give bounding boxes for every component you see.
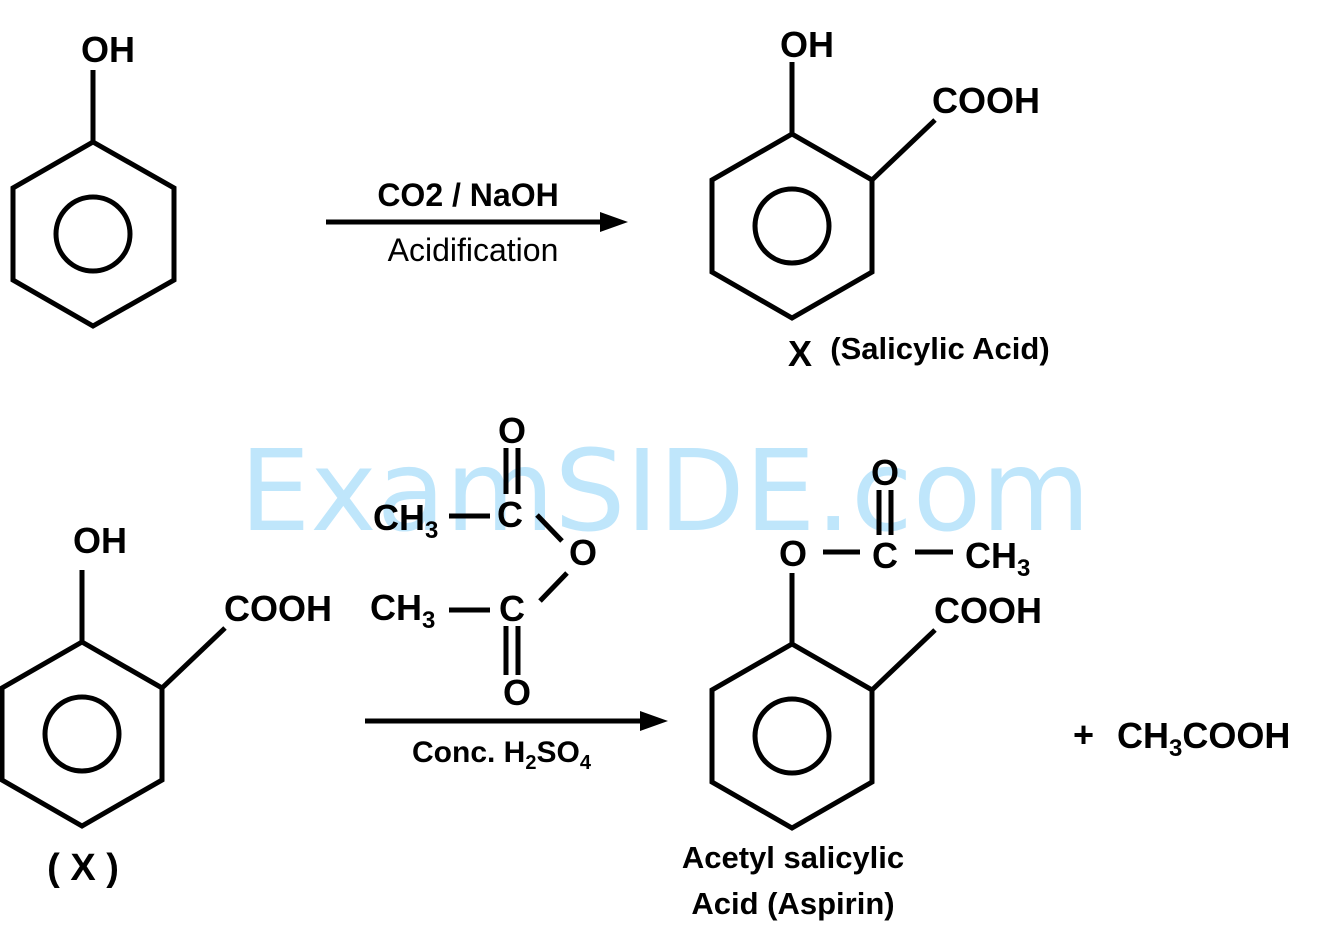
aspirin-name-line1: Acetyl salicylic: [682, 840, 904, 875]
x-oh-label: OH: [73, 520, 127, 561]
aspirin-carbonyl-c: C: [872, 535, 898, 576]
x-cooh-label: COOH: [224, 588, 332, 629]
aspirin-ester-o: O: [779, 533, 807, 574]
anhydride-bottom-ch3: CH3: [370, 587, 435, 634]
reagent-bottom: Acidification: [388, 232, 559, 268]
reaction2-arrow: Conc. H2SO4: [365, 711, 668, 774]
anhydride-bottom-o: O: [503, 672, 531, 713]
anhydride-top-o: O: [498, 410, 526, 451]
anhydride-top-ch3: CH3: [373, 497, 438, 544]
aspirin-ch3: CH3: [965, 535, 1030, 582]
x-label: ( X ): [47, 847, 119, 889]
plus-sign: +: [1073, 714, 1094, 755]
acetic-acid-formula: CH3COOH: [1117, 715, 1290, 762]
anhydride-bottom-c: C: [499, 588, 525, 629]
reactant-x-structure: OH COOH ( X ): [0, 520, 332, 889]
salicylic-oh-label: OH: [780, 24, 834, 65]
reaction1-arrow: CO2 / NaOH Acidification: [326, 177, 628, 268]
anhydride-bridge-o: O: [569, 532, 597, 573]
catalyst-label: Conc. H2SO4: [412, 736, 592, 774]
salicylic-acid-structure: OH COOH X (Salicylic Acid): [709, 24, 1050, 374]
aspirin-structure: O C O CH3 COOH Acetyl salicylic Acid (As…: [682, 452, 1042, 921]
aspirin-name-line2: Acid (Aspirin): [691, 886, 894, 921]
aspirin-carbonyl-o: O: [871, 452, 899, 493]
phenol-structure: OH: [10, 29, 177, 329]
acetic-anhydride-structure: O CH3 C O CH3 C O: [370, 410, 597, 713]
acetic-acid-byproduct: + CH3COOH: [1073, 714, 1290, 762]
phenol-oh-label: OH: [81, 29, 135, 70]
product-letter-x: X: [788, 333, 812, 374]
anhydride-top-c: C: [497, 494, 523, 535]
watermark: ExamSIDE.com: [240, 427, 1091, 557]
salicylic-cooh-label: COOH: [932, 80, 1040, 121]
aspirin-cooh-label: COOH: [934, 590, 1042, 631]
reagent-top: CO2 / NaOH: [377, 177, 558, 213]
salicylic-acid-name: (Salicylic Acid): [830, 331, 1049, 366]
